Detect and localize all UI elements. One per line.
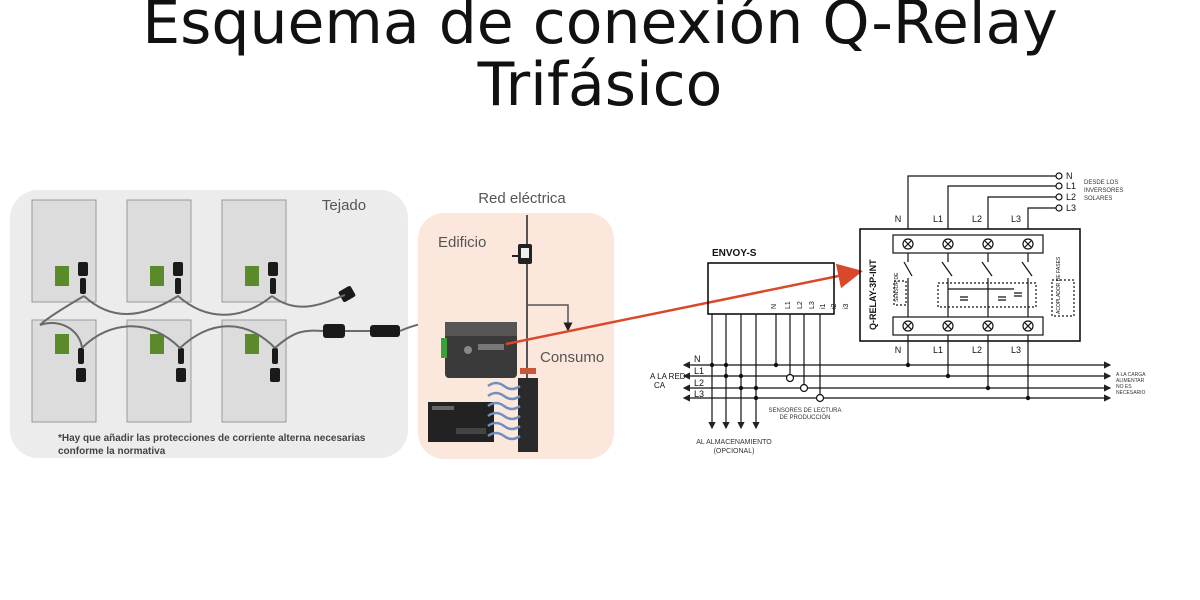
- grid-side-label: CA: [654, 381, 666, 390]
- sensor-label: SENSOR DE: [894, 272, 900, 302]
- breaker-stack: [487, 368, 538, 452]
- qrelay-bottom-label: N: [895, 345, 902, 355]
- relay-switches: [893, 253, 1075, 317]
- qrelay-box: [859, 228, 1081, 342]
- microinverters: [55, 266, 259, 354]
- storage-unit: [428, 402, 494, 442]
- envoy-terminal-label: L3: [809, 301, 816, 309]
- bus-label: L1: [694, 366, 704, 376]
- qrelay-top-label: L2: [972, 214, 982, 224]
- load-note: A LA CARGA: [1116, 372, 1146, 378]
- envoy-terminal-label: i2: [831, 303, 838, 309]
- trunk-cables: [39, 294, 459, 350]
- microinverter: [150, 334, 164, 354]
- inverter-input-lines: [907, 172, 1063, 229]
- qrelay-top-label: L3: [1011, 214, 1021, 224]
- consumption-branch: [527, 304, 573, 332]
- envoy-terminal-label: i1: [820, 303, 827, 309]
- schematic: ENVOY-S N L1 L2 L3 i1 i2 i3 Q-RELAY-3P-I…: [682, 171, 1123, 430]
- storage-note: AL ALMACENAMIENTO: [696, 439, 772, 446]
- regulation-note-line-2: conforme la normativa: [58, 446, 166, 457]
- qrelay-bottom-label: L3: [1011, 345, 1021, 355]
- envoy-label: ENVOY-S: [712, 248, 757, 259]
- qrelay-terminals: [902, 238, 1034, 332]
- envoy-box: [707, 262, 835, 315]
- building-label: Edificio: [438, 234, 486, 251]
- microinverter: [55, 334, 69, 354]
- solar-panel: [221, 199, 287, 303]
- grid-label: Red eléctrica: [478, 190, 566, 207]
- qrelay-bottom-label: L1: [933, 345, 943, 355]
- production-sensors: [785, 373, 825, 403]
- inverter-terminal-label: N: [1066, 171, 1073, 181]
- microinverter: [245, 266, 259, 286]
- qrelay-label: Q-RELAY-3P-INT: [868, 259, 878, 330]
- solar-panel: [31, 199, 97, 303]
- title-line-2: Trifásico: [477, 50, 723, 120]
- microinverter: [55, 266, 69, 286]
- inverter-terminal-label: L1: [1066, 181, 1076, 191]
- envoy-terminal-label: L2: [797, 301, 804, 309]
- consumption-label: Consumo: [540, 349, 604, 366]
- microinverter: [245, 334, 259, 354]
- microinverter: [150, 266, 164, 286]
- qrelay-bottom-label: L2: [972, 345, 982, 355]
- bus-label: N: [694, 354, 701, 364]
- load-note: NO ES: [1116, 384, 1132, 390]
- envoy-terminal-label: L1: [785, 301, 792, 309]
- pointer-arrow: [505, 263, 863, 346]
- roof-label: Tejado: [322, 197, 366, 214]
- qrelay-top-label: L1: [933, 214, 943, 224]
- qrelay-top-label: N: [895, 214, 902, 224]
- main-bus: [682, 361, 1112, 402]
- inverter-note: INVERSORES: [1084, 188, 1123, 194]
- inverter-terminal-label: L3: [1066, 203, 1076, 213]
- bus-label: L3: [694, 389, 704, 399]
- sensors-note: SENSORES DE LECTURA: [768, 408, 841, 414]
- bus-label: L2: [694, 378, 704, 388]
- sensors-note: DE PRODUCCIÓN: [779, 414, 830, 421]
- cable-connectors: [76, 262, 400, 382]
- roof-area: [10, 190, 408, 458]
- title-line-1: Esquema de conexión Q-Relay: [142, 0, 1058, 58]
- envoy-gateway-device: [441, 322, 517, 378]
- inverter-note: DESDE LOS: [1084, 180, 1118, 186]
- coupler-label: ACOPLADOR DE FASES: [1056, 256, 1062, 314]
- envoy-wires: [708, 314, 821, 430]
- inverter-terminal-label: L2: [1066, 192, 1076, 202]
- load-note: ALIMENTAR: [1116, 378, 1145, 384]
- regulation-note-line-1: *Hay que añadir las protecciones de corr…: [58, 433, 366, 444]
- diagram-title: Esquema de conexión Q-Relay Trifásico: [0, 0, 1200, 116]
- storage-note: (OPCIONAL): [714, 448, 755, 455]
- envoy-terminal-label: i3: [843, 303, 850, 309]
- inverter-note: SOLARES: [1084, 196, 1112, 202]
- solar-panel: [126, 199, 192, 303]
- junction-dots: [709, 362, 1031, 401]
- envoy-terminal-label: N: [771, 304, 778, 309]
- grid-side-label: A LA RED: [650, 372, 686, 381]
- load-note: NECESARIO: [1116, 390, 1146, 396]
